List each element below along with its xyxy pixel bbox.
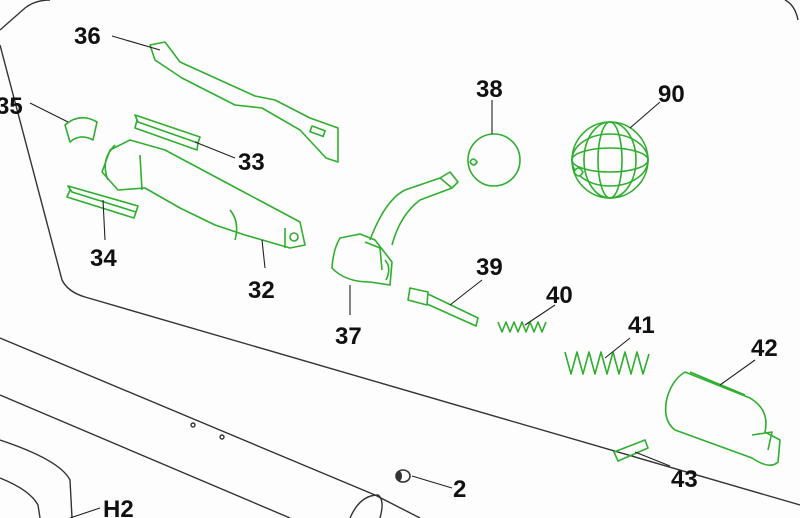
part-34-rail[interactable] (66, 185, 139, 219)
label-39: 39 (476, 254, 503, 281)
part-37-lever[interactable] (331, 171, 459, 286)
housing-outline (0, 0, 800, 506)
label-42: 42 (751, 335, 778, 362)
label-40: 40 (546, 282, 573, 309)
label-h2: H2 (103, 496, 134, 518)
part-42-housing[interactable] (664, 371, 781, 466)
part-35-clip[interactable] (64, 116, 98, 143)
leader-lines (29, 35, 756, 518)
label-34: 34 (90, 245, 117, 272)
label-33: 33 (238, 149, 265, 176)
tube (0, 337, 421, 518)
part-41-spring[interactable] (564, 351, 650, 375)
part-36-slide-bar[interactable] (149, 41, 339, 163)
label-35: 35 (0, 93, 23, 120)
part-40-spring[interactable] (497, 321, 547, 333)
part-39-pin[interactable] (407, 287, 479, 327)
label-41: 41 (628, 312, 655, 339)
part-2-ball[interactable] (395, 469, 411, 483)
label-2: 2 (453, 476, 466, 503)
label-90: 90 (658, 81, 685, 108)
label-43: 43 (671, 466, 698, 493)
part-90-mesh-ball[interactable] (571, 121, 649, 199)
label-32: 32 (248, 277, 275, 304)
part-32-carrier[interactable] (101, 139, 306, 249)
part-38-ball[interactable] (467, 133, 521, 187)
label-37: 37 (335, 323, 362, 350)
part-43-pin[interactable] (613, 439, 649, 462)
label-36: 36 (74, 23, 101, 50)
label-38: 38 (476, 76, 503, 103)
